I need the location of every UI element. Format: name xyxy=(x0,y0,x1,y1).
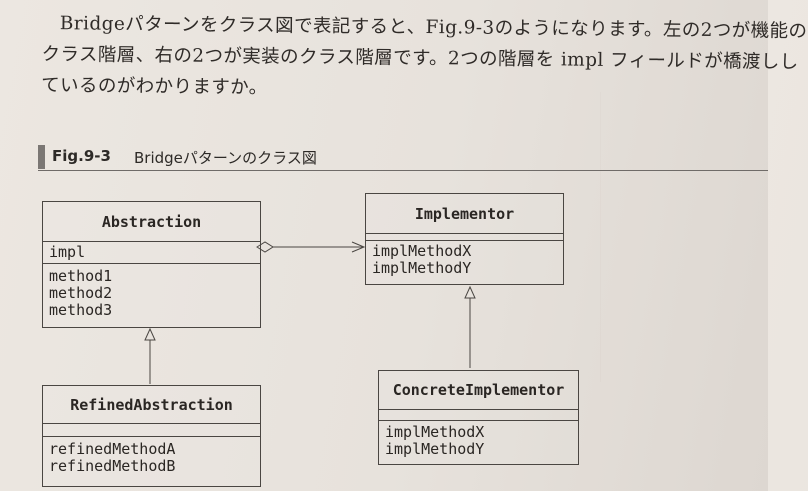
figure-header: Fig.9-3 Bridgeパターンのクラス図 xyxy=(32,143,768,171)
class-refined-abstraction: RefinedAbstraction refinedMethodA refine… xyxy=(42,385,261,487)
uml-connectors xyxy=(144,241,476,384)
class-name-implementor: Implementor xyxy=(366,194,563,234)
figure-rule xyxy=(38,170,768,171)
association-arrowhead xyxy=(351,241,366,253)
class-name-abstraction: Abstraction xyxy=(43,202,260,242)
class-methods-implementor: implMethodX implMethodY xyxy=(366,241,563,283)
figure-marker-bar xyxy=(38,145,45,169)
class-methods-concrete-implementor: implMethodX implMethodY xyxy=(379,421,578,463)
class-implementor: Implementor implMethodX implMethodY xyxy=(365,193,564,285)
class-attributes-refined-abstraction xyxy=(43,424,260,437)
class-methods-refined-abstraction: refinedMethodA refinedMethodB xyxy=(43,437,260,483)
method-implMethodX: implMethodX xyxy=(385,423,485,441)
class-concrete-implementor: ConcreteImplementor implMethodX implMeth… xyxy=(378,370,579,465)
method-implMethodX: implMethodX xyxy=(372,242,472,260)
class-attributes-concrete-implementor xyxy=(379,410,578,421)
class-methods-abstraction: method1 method2 method3 xyxy=(43,264,260,327)
method-refinedMethodB: refinedMethodB xyxy=(49,457,176,475)
class-name-concrete-implementor: ConcreteImplementor xyxy=(379,371,578,410)
method-method2: method2 xyxy=(49,284,113,302)
class-attributes-implementor xyxy=(366,234,563,241)
figure-number: Fig.9-3 xyxy=(52,147,111,165)
book-page: Bridgeパターンをクラス図で表記すると、Fig.9-3のようになります。左の… xyxy=(32,13,807,487)
figure-title: Bridgeパターンのクラス図 xyxy=(134,149,317,167)
class-name-refined-abstraction: RefinedAbstraction xyxy=(43,386,260,424)
class-abstraction: Abstraction impl method1 method2 method3 xyxy=(42,201,261,328)
attribute-impl: impl xyxy=(49,243,86,261)
method-implMethodY: implMethodY xyxy=(372,259,472,277)
class-attributes-abstraction: impl xyxy=(43,242,260,264)
aggregation-diamond xyxy=(256,241,274,253)
method-method3: method3 xyxy=(49,301,113,319)
method-refinedMethodA: refinedMethodA xyxy=(49,440,176,458)
method-implMethodY: implMethodY xyxy=(385,440,485,458)
method-method1: method1 xyxy=(49,267,113,285)
inheritance-triangle-left xyxy=(144,327,156,341)
realization-triangle-right xyxy=(464,285,476,299)
